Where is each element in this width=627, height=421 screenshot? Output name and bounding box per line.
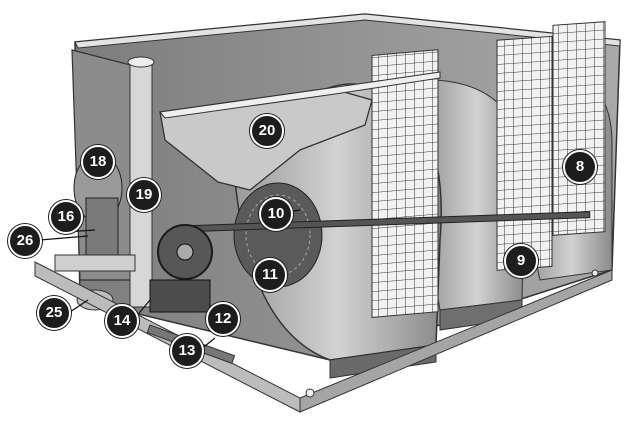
callout-8: 8	[563, 150, 597, 184]
callout-26: 26	[8, 224, 42, 258]
callout-13: 13	[170, 334, 204, 368]
callout-12: 12	[206, 302, 240, 336]
callout-10: 10	[259, 197, 293, 231]
suction-pipe	[54, 254, 136, 272]
callout-19: 19	[127, 178, 161, 212]
callout-25: 25	[37, 296, 71, 330]
callout-14: 14	[105, 304, 139, 338]
callout-18: 18	[81, 145, 115, 179]
top-rim	[74, 13, 621, 49]
fan-motor	[149, 279, 211, 313]
callout-16: 16	[49, 200, 83, 234]
callout-11: 11	[253, 258, 287, 292]
callout-20: 20	[250, 114, 284, 148]
callout-9: 9	[504, 244, 538, 278]
pump-body	[85, 197, 119, 261]
fan-housing-2	[428, 35, 553, 331]
